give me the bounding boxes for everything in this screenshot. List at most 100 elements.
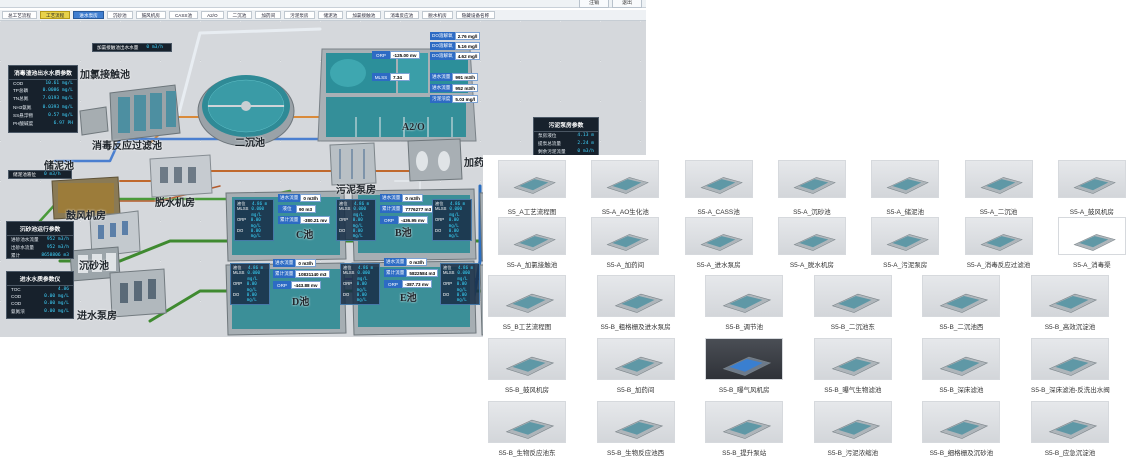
label-pool-e: E池 xyxy=(400,293,417,304)
tab-a2o[interactable]: A2/O xyxy=(201,11,224,19)
exit-button[interactable]: 退出 xyxy=(611,0,642,8)
thumbnail-label: S5-B_高效沉淀池 xyxy=(1044,324,1096,331)
thumbnail-label: S5_B工艺流程图 xyxy=(502,324,552,331)
scene-thumbnail[interactable]: S5-B_鼓风机房 xyxy=(488,338,566,394)
thumbnail-label: S5-A_储泥池 xyxy=(886,209,924,216)
clarifier-structure xyxy=(197,75,295,147)
tab-overall-process[interactable]: 总工艺流程 xyxy=(2,11,37,19)
thumbnail-label: S5-B_污泥浓缩池 xyxy=(827,450,879,457)
tab-disinfect-pool[interactable]: 消毒反应池 xyxy=(384,11,420,19)
thumbnail-preview xyxy=(871,160,940,198)
scene-thumbnail[interactable]: S5-A_消毒渠 xyxy=(1057,217,1126,269)
scene-thumbnail[interactable]: S5-B_生物反应池东 xyxy=(488,401,566,457)
label-blower: 鼓风机房 xyxy=(66,211,106,222)
scene-thumbnail[interactable]: S5-A_二沉池 xyxy=(964,160,1033,216)
logout-button[interactable]: 注销 xyxy=(578,0,609,8)
thumbnail-preview xyxy=(1031,401,1109,443)
scene-thumbnail[interactable]: S5-B_高效沉淀池 xyxy=(1031,275,1109,331)
scene-thumbnail[interactable]: S5_B工艺流程图 xyxy=(488,275,566,331)
cass-d-orp-tag: ORP-443.88 mv xyxy=(273,281,321,289)
cass-c-cumulative-tag: 累计流量-380.21 mv xyxy=(278,216,330,224)
label-grit-chamber: 沉砂池 xyxy=(79,261,109,272)
scene-thumbnail[interactable]: S5-B_曝气生物滤池 xyxy=(813,338,892,394)
grit-params-title: 沉砂池运行参数 xyxy=(7,222,73,236)
thumbnail-label: S5-A_脱水机房 xyxy=(789,262,834,269)
cass-e-orp-tag: ORP-387.73 mv xyxy=(384,280,432,288)
scene-thumbnail[interactable]: S5-A_鼓风机房 xyxy=(1057,160,1126,216)
scene-thumbnail[interactable]: S5_A工艺流程图 xyxy=(498,160,566,216)
thumbnail-label: S5-B_提升泵站 xyxy=(722,450,767,457)
scene-thumbnail[interactable]: S5-B_加药间 xyxy=(596,338,675,394)
sludge-level-label: 储泥池液位 xyxy=(13,171,36,177)
scene-thumbnail[interactable]: S5-B_粗格栅及进水泵房 xyxy=(596,275,675,331)
thumbnail-preview xyxy=(1057,160,1126,198)
thumbnail-label: S5-B_曝气风机房 xyxy=(718,387,770,394)
tab-dosing[interactable]: 加药间 xyxy=(255,11,282,19)
label-inlet-pump: 进水泵房 xyxy=(77,311,117,322)
tab-process-flow[interactable]: 工艺流程 xyxy=(39,11,71,19)
scene-thumbnail[interactable]: S5-B_二沉池西 xyxy=(922,275,1001,331)
tab-cass[interactable]: CASS池 xyxy=(168,11,199,19)
thumbnail-preview xyxy=(498,160,566,198)
tab-grit-chamber[interactable]: 沉砂池 xyxy=(106,11,133,19)
label-chlorine-pool: 加氯接触池 xyxy=(80,70,130,81)
thumbnail-preview xyxy=(1031,338,1109,380)
sludge-pump-title: 污泥泵房参数 xyxy=(534,118,598,132)
tab-inlet-pump[interactable]: 进水泵房 xyxy=(73,11,104,19)
thumbnail-label: S5-A_CASS池 xyxy=(697,209,740,216)
scene-thumbnail[interactable]: S5-B_二沉池东 xyxy=(813,275,892,331)
scene-thumbnail[interactable]: S5-B_细格栅及沉砂池 xyxy=(922,401,1001,457)
scene-thumbnail[interactable]: S5-A_进水泵房 xyxy=(684,217,753,269)
thumbnail-label: S5-B_曝气生物滤池 xyxy=(824,387,882,394)
scene-thumbnail[interactable]: S5-A_脱水机房 xyxy=(777,217,846,269)
scene-thumbnail[interactable]: S5-A_沉砂池 xyxy=(777,160,846,216)
scene-thumbnail[interactable]: S5-B_深床滤池 xyxy=(922,338,1001,394)
scene-thumbnail[interactable]: S5-B_调节池 xyxy=(705,275,784,331)
thumbnail-label: S5-A_加氯接触池 xyxy=(506,262,558,269)
tab-hide-device-names[interactable]: 隐藏设备名称 xyxy=(455,11,496,19)
scene-thumbnail[interactable]: S5-B_污泥浓缩池 xyxy=(813,401,892,457)
chlorine-flow-label: 加氯接触池出水水量 xyxy=(97,44,139,50)
scene-thumbnail[interactable]: S5-B_提升泵站 xyxy=(705,401,784,457)
scene-thumbnail[interactable]: S5-A_AO生化池 xyxy=(591,160,660,216)
tab-sludge-pump[interactable]: 污泥泵房 xyxy=(284,11,315,19)
thumbnail-preview xyxy=(871,217,940,255)
tab-sludge-storage[interactable]: 储泥池 xyxy=(317,11,344,19)
scene-thumbnail[interactable]: S5-B_生物反应池西 xyxy=(596,401,675,457)
tab-blower[interactable]: 鼓风机房 xyxy=(135,11,166,19)
tab-secondary-clarifier[interactable]: 二沉池 xyxy=(226,11,253,19)
tab-dewatering[interactable]: 脱水机房 xyxy=(422,11,453,19)
thumbnail-preview xyxy=(498,217,566,255)
scene-thumbnail[interactable]: S5-B_应急沉淀池 xyxy=(1031,401,1109,457)
scene-thumbnail[interactable]: S5-B_深床滤池-反洗出水阀 xyxy=(1031,338,1110,394)
blower-structure xyxy=(89,210,141,258)
scene-thumbnail[interactable]: S5-A_CASS池 xyxy=(684,160,753,216)
thumbnail-label: S5-B_二沉池东 xyxy=(830,324,875,331)
scene-thumbnail[interactable]: S5-A_加药间 xyxy=(591,217,660,269)
chlorine-flow-value: 0 m3/h xyxy=(146,45,163,50)
scene-thumbnail[interactable]: S5-A_加氯接触池 xyxy=(498,217,566,269)
thumbnail-preview xyxy=(596,401,675,443)
scene-thumbnail[interactable]: S5-A_消毒反应过滤池 xyxy=(964,217,1033,269)
tab-chlorine-pool[interactable]: 加氯接触池 xyxy=(346,11,382,19)
scene-thumbnail[interactable]: S5-B_曝气风机房 xyxy=(705,338,784,394)
scene-thumbnail[interactable]: S5-A_污泥泵房 xyxy=(871,217,940,269)
scene-thumbnail-gallery: S5_A工艺流程图 S5-A_AO生化池 S5-A_CASS池 S5-A_沉砂池 S5-… xyxy=(483,155,1144,466)
scene-thumbnail[interactable]: S5-A_储泥池 xyxy=(871,160,940,216)
thumbnail-label: S5-A_二沉池 xyxy=(979,209,1018,216)
nav-tabs: 总工艺流程 工艺流程 进水泵房 沉砂池 鼓风机房 CASS池 A2/O 二沉池 … xyxy=(0,10,646,21)
